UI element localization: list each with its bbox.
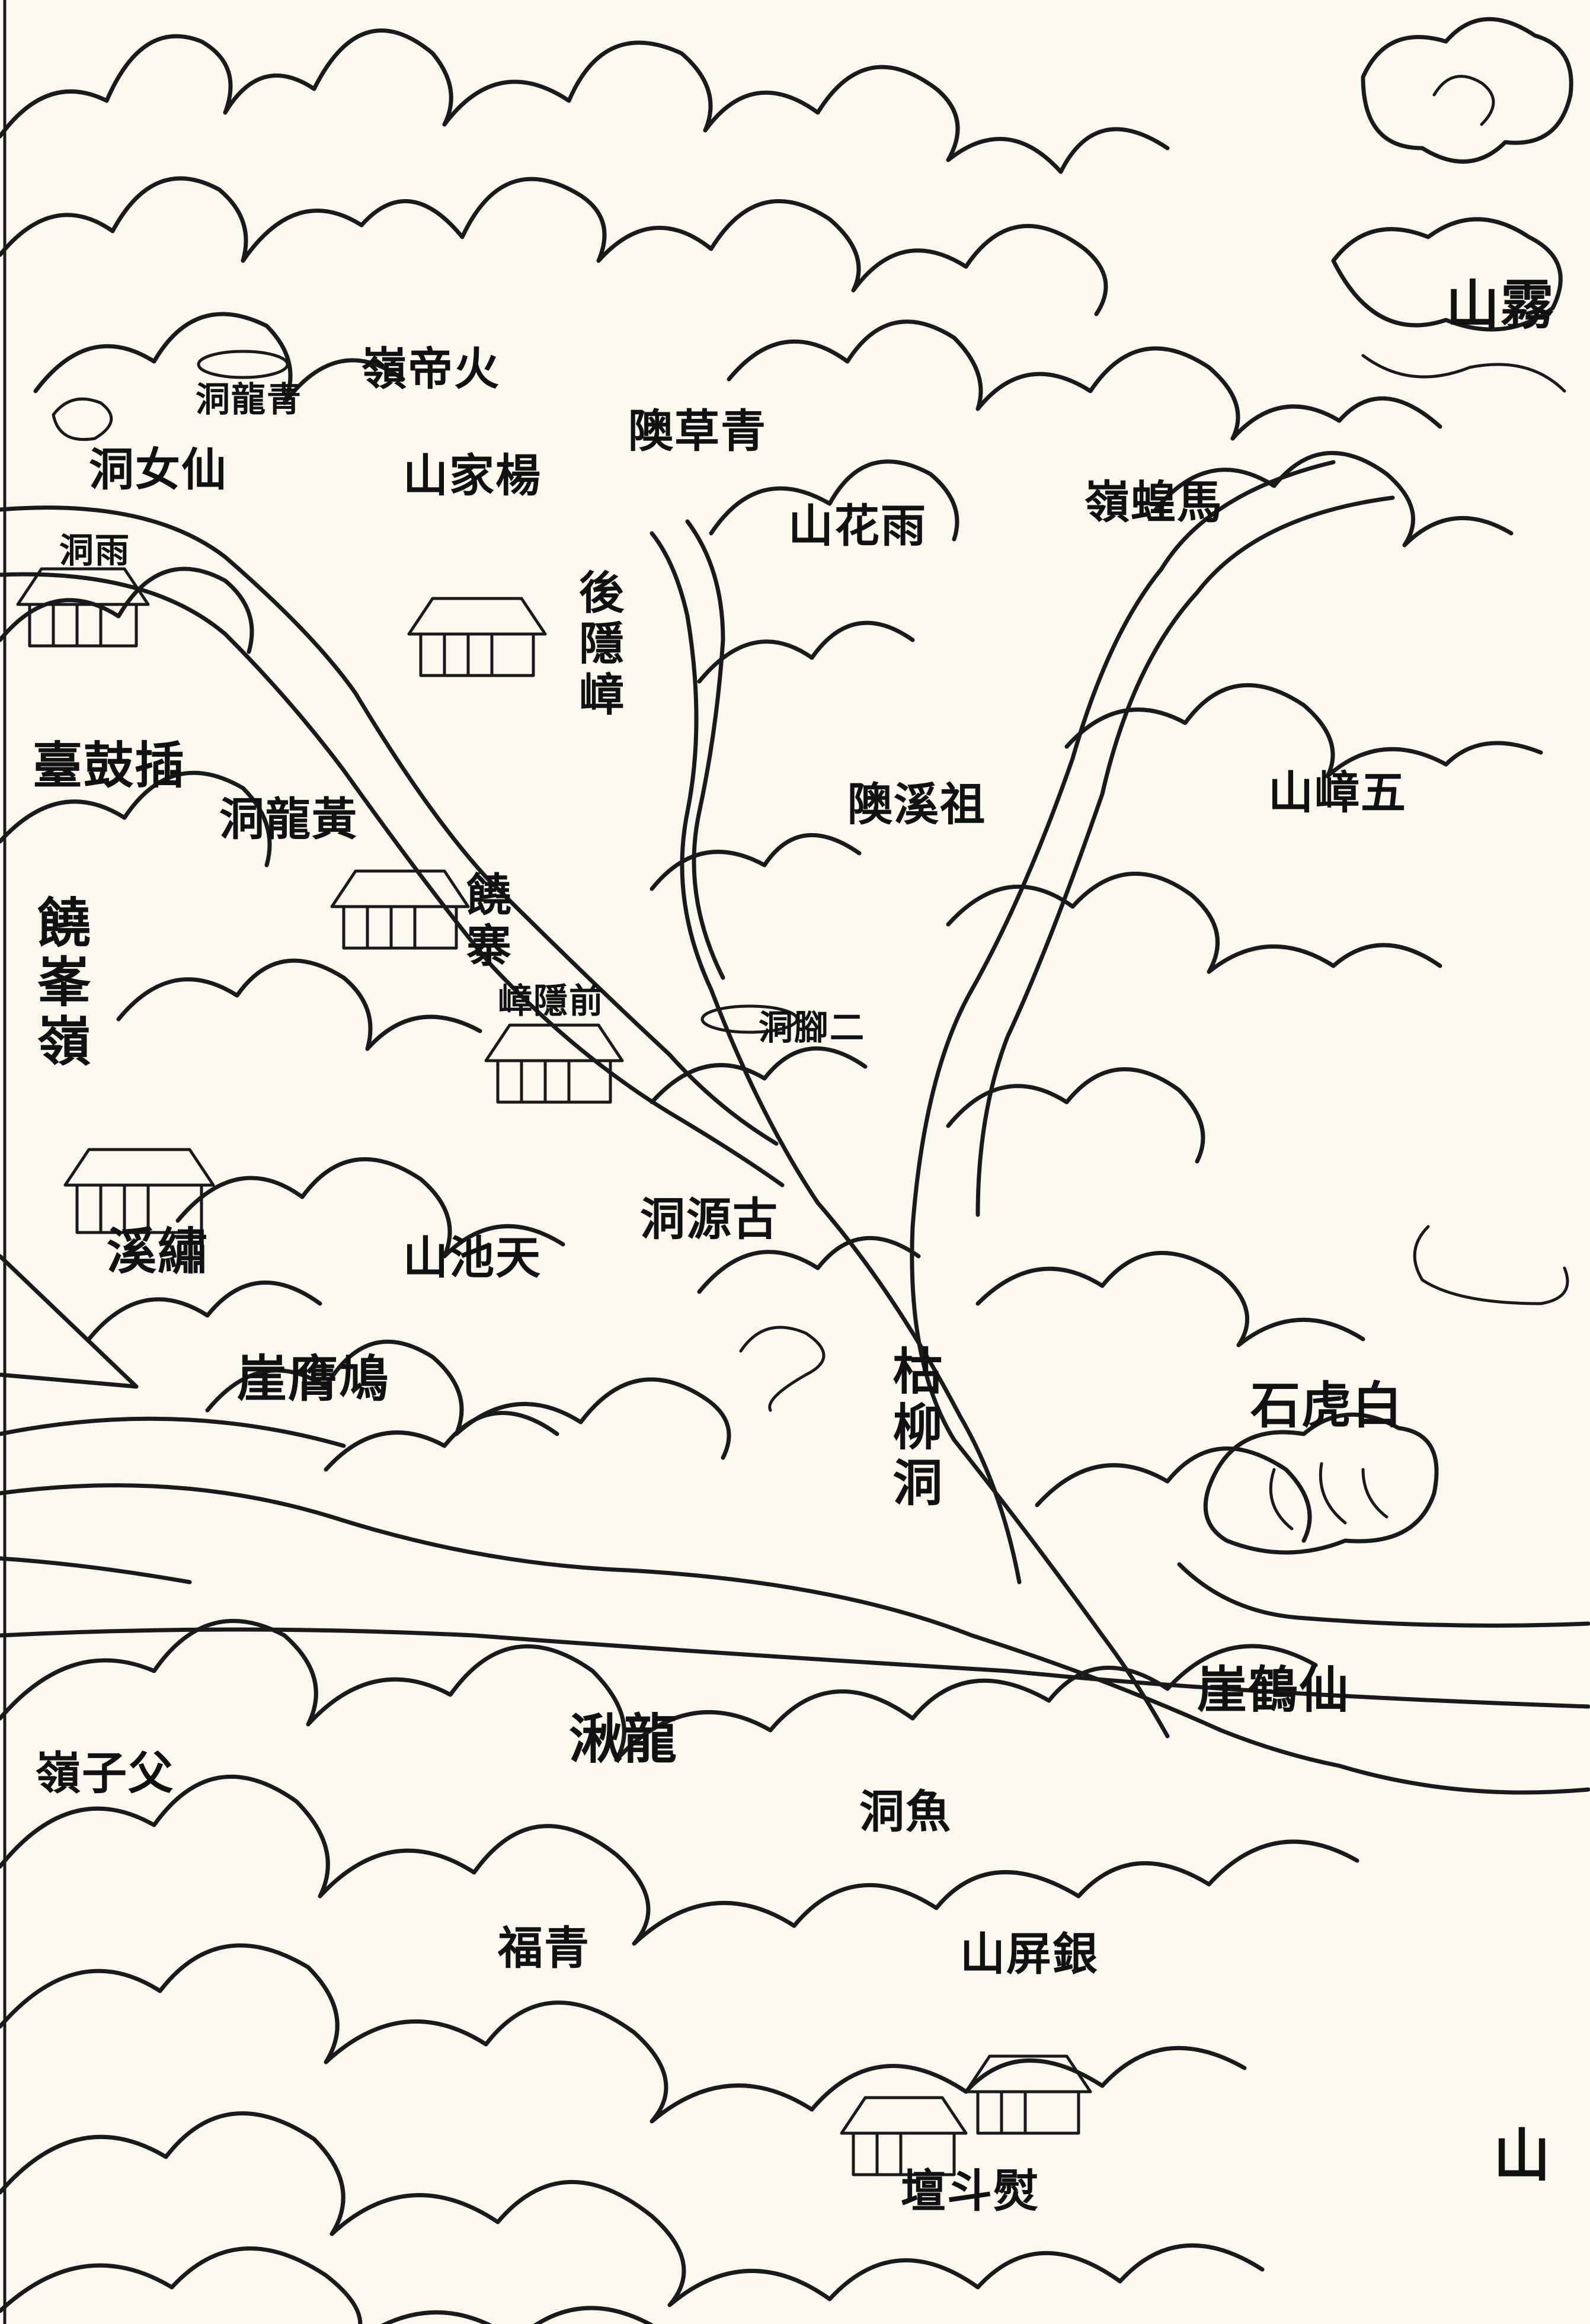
label-yinping-shan: 山屏銀	[960, 1928, 1099, 1980]
label-weidou-tan: 壇斗熨	[901, 2165, 1039, 2217]
label-xiuxi: 溪繡	[107, 1222, 209, 1281]
label-xiannu-dong: 洞女仙	[89, 443, 228, 496]
label-guyuan-dong: 洞源古	[640, 1193, 779, 1246]
label-shan-bottom: 山	[1493, 2122, 1551, 2189]
label-raofeng-ling: 饒峯嶺	[28, 895, 91, 1073]
label-qingcao-ao: 隩草青	[628, 405, 767, 457]
building-icon-qianzhang	[484, 1023, 624, 1104]
building-icon-yuchi	[16, 567, 150, 648]
label-qianzhang-zhang: 嶂隱前	[498, 981, 605, 1021]
label-houzhang-zhang: 後隱嶂	[571, 569, 624, 722]
label-yuhua-shan: 山花雨	[788, 500, 927, 552]
label-baihu-shi: 石虎白	[1250, 1376, 1404, 1435]
label-wu-shan: 山霧	[1446, 274, 1555, 337]
building-icon-xiuxi	[63, 1148, 215, 1234]
label-longqiu: 湫龍	[569, 1708, 678, 1771]
label-qing-fu: 福青	[498, 1922, 590, 1974]
label-kuliu-dong: 枯柳洞	[885, 1345, 943, 1512]
building-icon-weidou-a	[840, 2096, 968, 2176]
rock-outcrop-left	[0, 1254, 139, 1389]
label-wuzhang-shan: 山嶂五	[1268, 766, 1407, 819]
label-yu-dong: 洞魚	[859, 1785, 952, 1838]
label-huodi-ling: 嶺帝火	[361, 342, 500, 395]
building-icon-weidou-b	[964, 2054, 1092, 2135]
label-wuying-ya: 崖膺鳩	[237, 1349, 391, 1408]
river-system	[0, 460, 1590, 1795]
label-yuchi-dong: 洞雨	[59, 530, 131, 571]
mountain-ridges	[0, 28, 1543, 1543]
label-huanglong-dong: 洞龍黃	[219, 793, 358, 846]
label-raozhai: 饒寨	[459, 871, 511, 973]
label-zuxi-ao: 隩溪祖	[847, 778, 986, 831]
label-tianchi-shan: 山池天	[403, 1231, 542, 1284]
building-icon-houzhang	[407, 597, 547, 677]
label-mahuang-ling: 嶺蝗馬	[1084, 476, 1223, 529]
label-chagu-tai: 臺鼓插	[33, 736, 186, 795]
label-erjiao-dong: 洞腳二	[759, 1007, 866, 1048]
lower-mountain-ridges	[0, 1619, 1359, 2324]
white-tiger-rock-icon	[1203, 1412, 1439, 1555]
building-icons	[16, 567, 1092, 2176]
label-qinglong-dong-top: 洞龍青	[196, 379, 303, 420]
label-xianhe-ya: 崖鶴仙	[1197, 1660, 1351, 1719]
cloud-top-right-icon	[1331, 17, 1573, 393]
label-fuzi-ling: 嶺子父	[36, 1747, 174, 1800]
building-icon-raozhai	[330, 869, 470, 950]
cave-marks	[52, 350, 1569, 1412]
label-yangjia-shan: 山家楊	[403, 449, 542, 502]
